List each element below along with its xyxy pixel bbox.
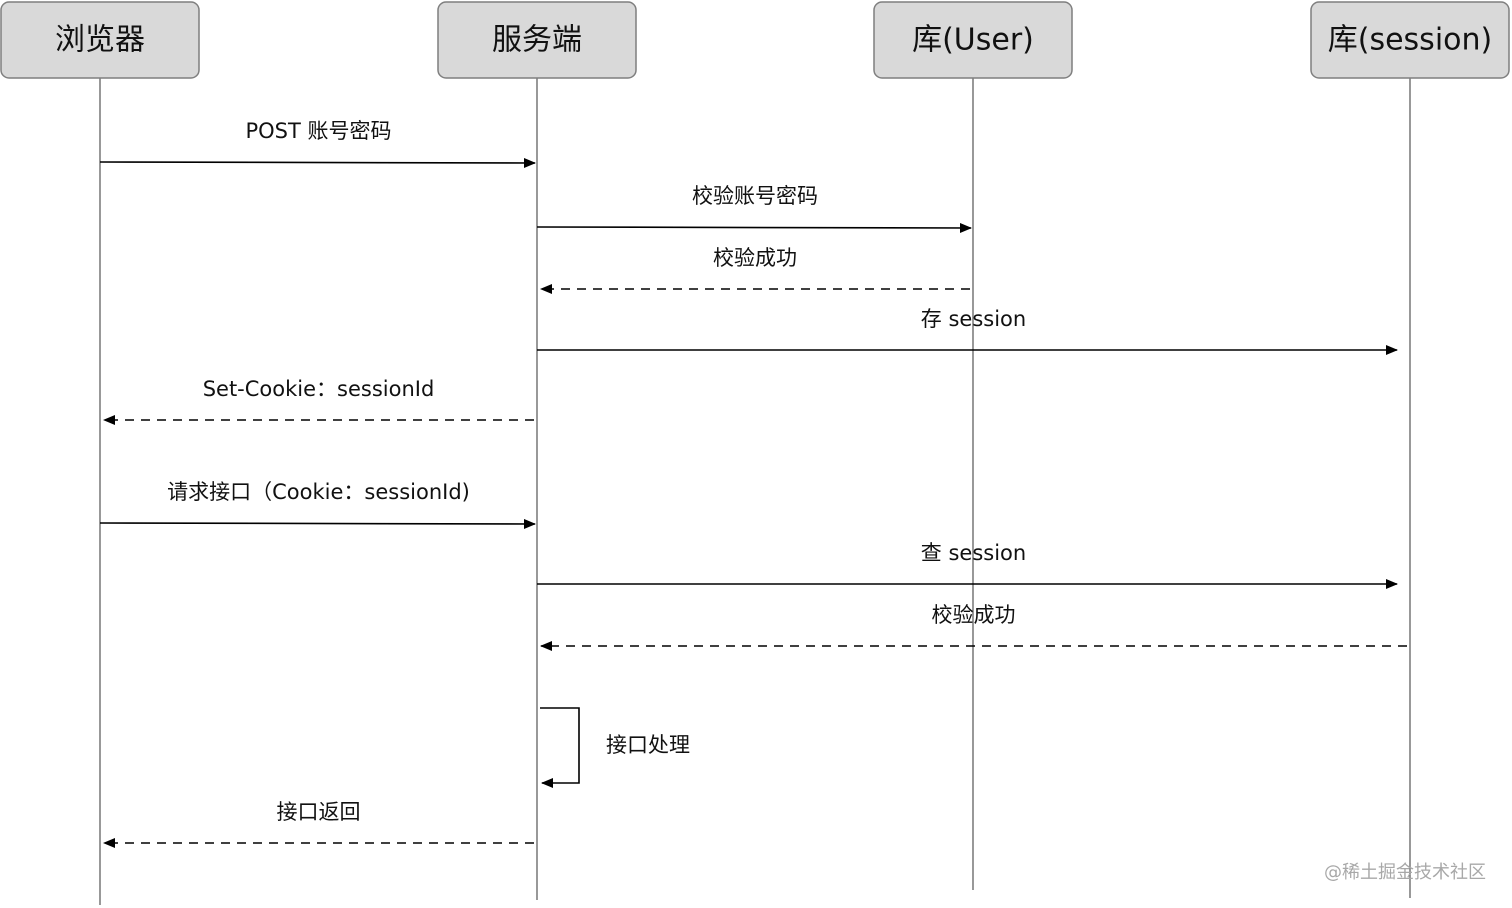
message-6: 请求接口（Cookie：sessionId) [99, 480, 536, 529]
actor-label-server: 服务端 [492, 23, 582, 58]
message-8: 校验成功 [540, 603, 1407, 651]
message-label: Set-Cookie：sessionId [203, 377, 435, 401]
actor-sessiondb: 库(session) [1310, 1, 1510, 79]
message-3: 校验成功 [540, 246, 970, 294]
actor-label-sessiondb: 库(session) [1328, 23, 1492, 58]
message-label: 校验成功 [713, 246, 797, 270]
message-10: 接口返回 [103, 800, 534, 848]
actor-label-userdb: 库(User) [912, 23, 1034, 58]
actor-userdb: 库(User) [873, 1, 1073, 79]
actor-box-userdb [873, 1, 1073, 79]
message-1: POST 账号密码 [99, 119, 536, 168]
message-4: 存 session [537, 307, 1398, 355]
message-9: 接口处理 [540, 707, 690, 788]
actor-server: 服务端 [437, 1, 637, 79]
message-label: 请求接口（Cookie：sessionId) [167, 480, 470, 504]
message-label: POST 账号密码 [245, 119, 391, 143]
message-5: Set-Cookie：sessionId [103, 377, 534, 425]
message-label: 校验成功 [932, 603, 1016, 627]
message-arrow [99, 518, 536, 529]
actor-box-sessiondb [1310, 1, 1510, 79]
message-label: 查 session [921, 541, 1026, 565]
actors: 浏览器 服务端 库(User) 库(session) [0, 1, 1510, 79]
actor-browser: 浏览器 [0, 1, 200, 79]
message-2: 校验账号密码 [536, 184, 972, 233]
message-label: 接口返回 [277, 800, 361, 824]
message-label: 接口处理 [606, 733, 690, 757]
self-call-arrow [540, 707, 580, 788]
actor-box-browser [0, 1, 200, 79]
message-arrow [99, 157, 536, 168]
actor-label-browser: 浏览器 [55, 23, 145, 58]
message-label: 校验账号密码 [692, 184, 818, 208]
message-7: 查 session [537, 541, 1398, 589]
lifelines [99, 78, 1411, 905]
watermark-text: @稀土掘金技术社区 [1324, 862, 1486, 883]
message-label: 存 session [921, 307, 1026, 331]
actor-box-server [437, 1, 637, 79]
message-arrow [536, 222, 972, 233]
